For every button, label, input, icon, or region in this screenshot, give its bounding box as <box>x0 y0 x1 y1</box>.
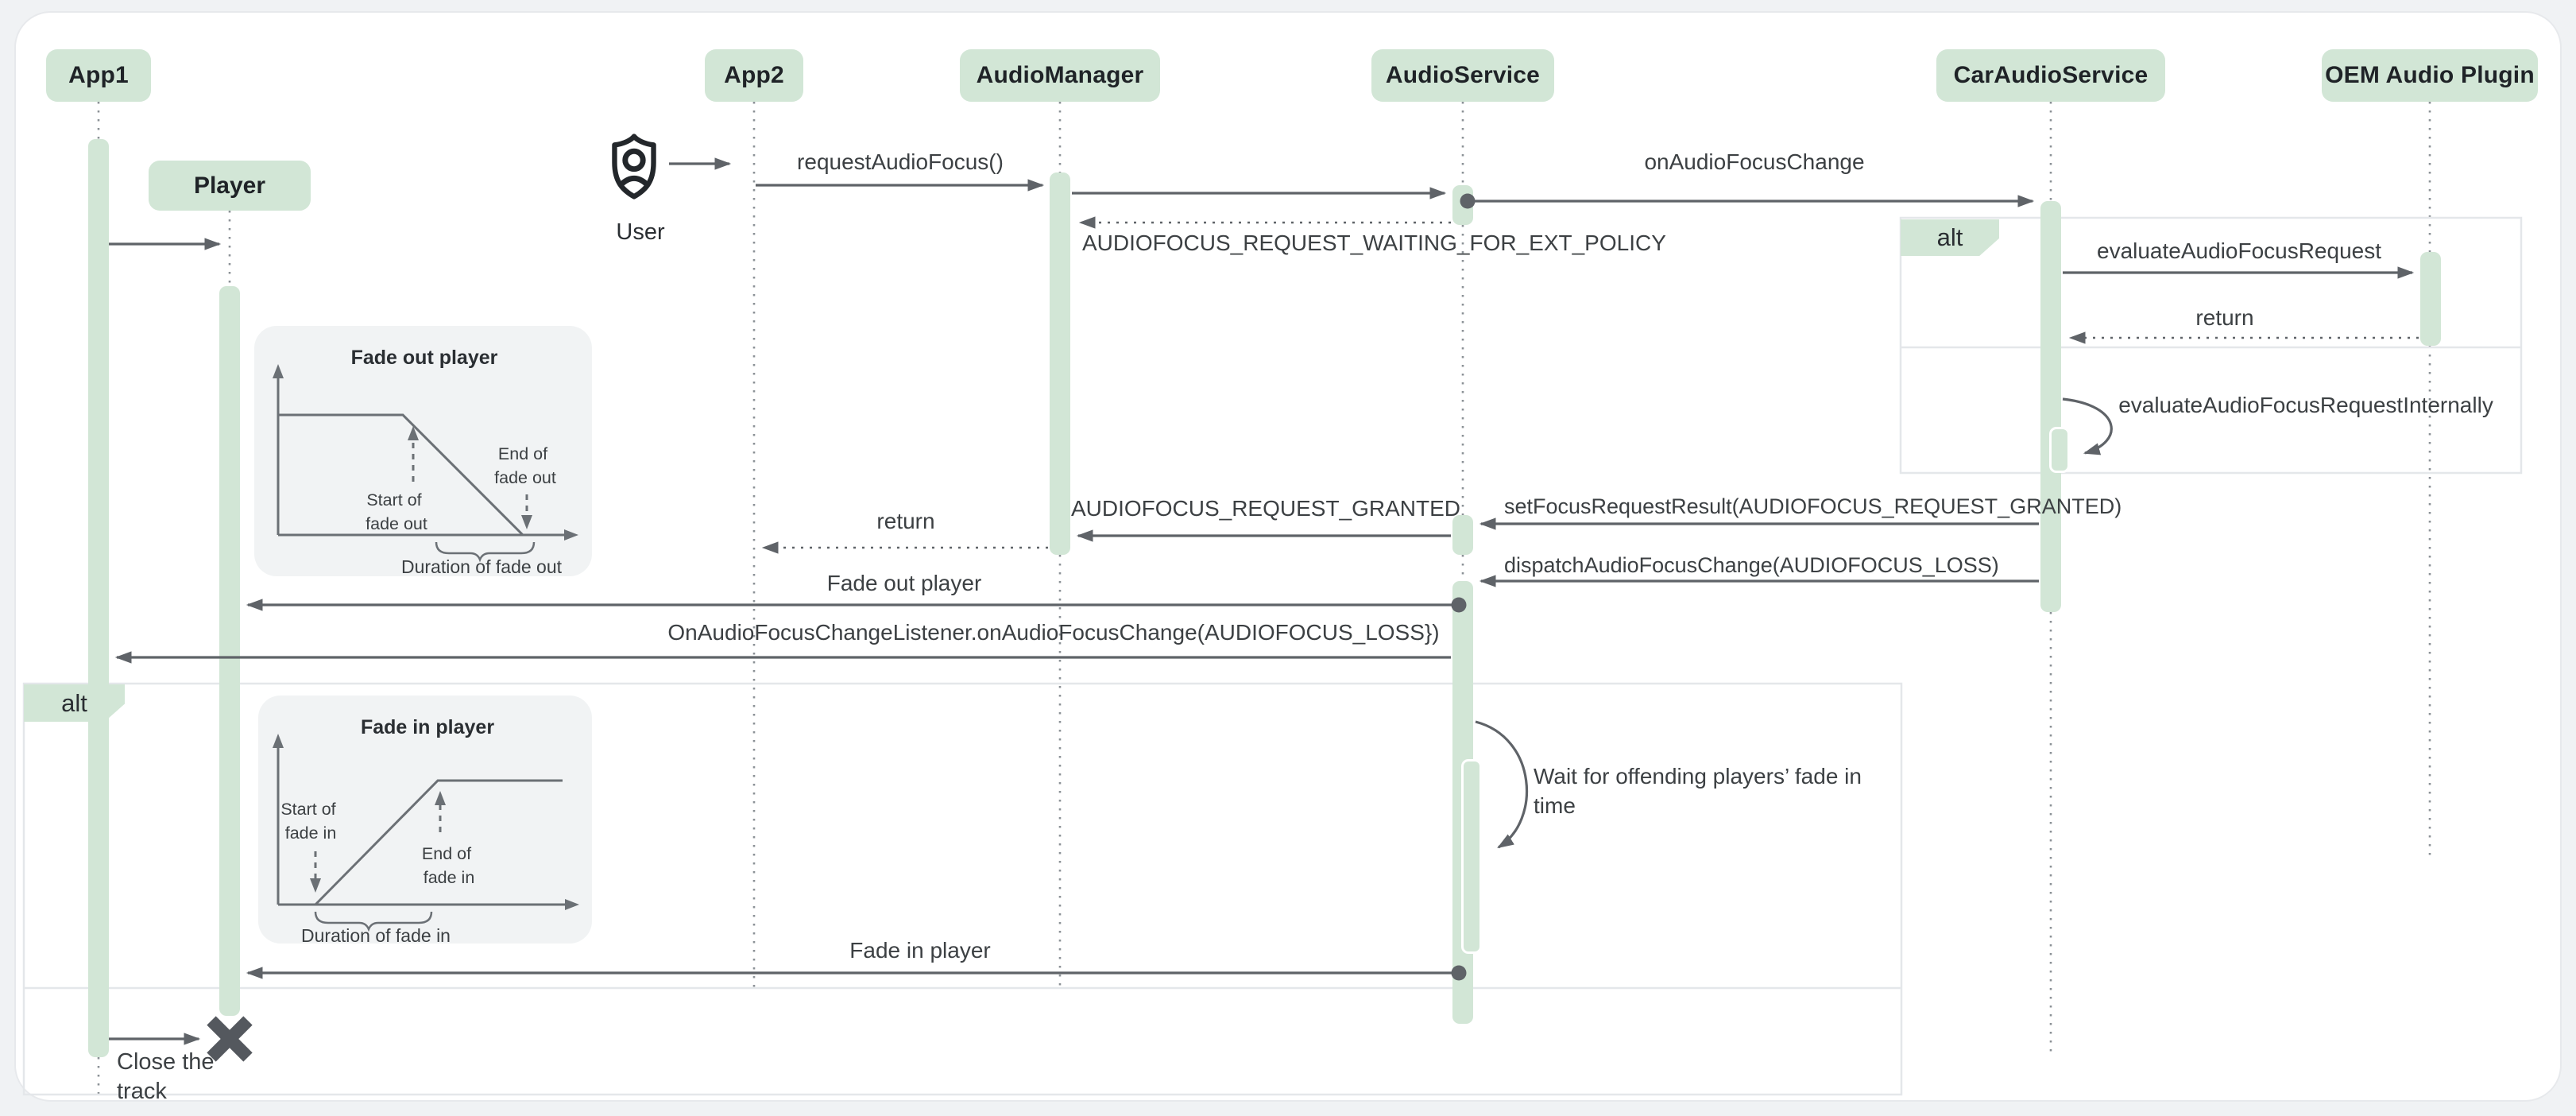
svg-text:End of fade out: End of fade out <box>494 444 556 487</box>
participant-audiomanager-label: AudioManager <box>976 62 1144 88</box>
participant-caraudioservice: CarAudioService <box>1936 49 2165 102</box>
fade-in-start-line2: fade in <box>285 823 337 843</box>
participant-audioservice: AudioService <box>1371 49 1554 102</box>
user-actor-label: User <box>616 219 665 245</box>
label-set-focus-result: setFocusRequestResult(AUDIOFOCUS_REQUEST… <box>1504 494 2122 518</box>
label-fade-out-player: Fade out player <box>826 571 982 595</box>
participant-app2-label: App2 <box>724 62 784 88</box>
participant-app1-label: App1 <box>68 62 129 88</box>
fade-out-title: Fade out player <box>351 347 498 369</box>
svg-text:Start of fade in: Start of fade in <box>280 800 340 843</box>
participant-oem-plugin: OEM Audio Plugin <box>2322 49 2538 102</box>
label-focus-change-listener: OnAudioFocusChangeListener.onAudioFocusC… <box>667 620 1440 645</box>
participant-audioservice-label: AudioService <box>1385 62 1541 88</box>
fade-out-end-line2: fade out <box>494 468 556 487</box>
fade-out-duration-label: Duration of fade out <box>401 556 563 576</box>
fade-out-start-line1: Start of <box>366 490 421 510</box>
participant-oem-plugin-label: OEM Audio Plugin <box>2325 62 2535 88</box>
alt-label-bottom: alt <box>61 688 87 717</box>
fade-in-inset: Fade in player Start of fade in End of f… <box>258 696 592 946</box>
alt-tab-bottom: alt <box>24 684 125 722</box>
fade-out-start-line2: fade out <box>366 514 427 533</box>
label-return-app2: return <box>876 509 935 533</box>
activation-caraudioservice-nested <box>2049 427 2070 473</box>
activation-app1 <box>88 139 109 1057</box>
svg-text:End of fade in: End of fade in <box>422 844 476 887</box>
player-object-label: Player <box>193 172 266 199</box>
label-request-audio-focus: requestAudioFocus() <box>797 149 1004 174</box>
label-return-oem: return <box>2195 305 2254 330</box>
label-dispatch-loss: dispatchAudioFocusChange(AUDIOFOCUS_LOSS… <box>1504 553 1999 577</box>
activation-audioservice-2 <box>1452 515 1473 555</box>
activation-oem-plugin <box>2420 252 2441 346</box>
participant-app2: App2 <box>705 49 803 102</box>
activation-caraudioservice <box>2040 201 2061 612</box>
participant-audiomanager: AudioManager <box>960 49 1160 102</box>
alt-tab-top: alt <box>1901 219 1999 256</box>
player-object-box: Player <box>149 161 311 211</box>
fade-in-duration-label: Duration of fade in <box>301 925 451 944</box>
fade-out-curve <box>279 413 524 537</box>
participant-caraudioservice-label: CarAudioService <box>1953 62 2149 88</box>
fade-in-end-line2: fade in <box>424 868 475 887</box>
fade-in-title: Fade in player <box>361 716 494 738</box>
activation-player <box>219 286 240 1016</box>
fade-out-inset: Fade out player Start of fade out End of… <box>254 326 592 577</box>
fade-out-chart: Fade out player Start of fade out End of… <box>273 347 578 577</box>
fade-in-chart: Fade in player Start of fade in End of f… <box>273 716 579 946</box>
fade-in-start-line1: Start of <box>280 800 335 819</box>
label-on-audio-focus-change: onAudioFocusChange <box>1644 149 1865 174</box>
fade-in-curve <box>314 779 563 906</box>
svg-text:Start of fade out: Start of fade out <box>366 490 427 533</box>
fade-out-end-line1: End of <box>498 444 547 463</box>
label-wait-for-players: Wait for offending players’ fade in time <box>1534 764 1862 818</box>
activation-audioservice-wait-nested <box>1461 759 1482 954</box>
fade-in-duration-brace <box>314 911 433 932</box>
label-evaluate-internally: evaluateAudioFocusRequestInternally <box>2118 393 2493 417</box>
label-close-track: Close the track <box>117 1049 215 1104</box>
label-waiting-ext-policy: AUDIOFOCUS_REQUEST_WAITING_FOR_EXT_POLIC… <box>1082 231 1666 255</box>
activation-audiomanager <box>1050 172 1070 555</box>
fade-out-duration-brace <box>435 541 536 563</box>
alt-label-top: alt <box>1936 223 1963 251</box>
fade-in-end-line1: End of <box>422 844 471 863</box>
label-request-granted: AUDIOFOCUS_REQUEST_GRANTED <box>1070 496 1461 521</box>
label-fade-in-player: Fade in player <box>849 938 991 963</box>
activation-audioservice-1 <box>1452 185 1473 225</box>
participant-app1: App1 <box>46 49 151 102</box>
label-evaluate-request: evaluateAudioFocusRequest <box>2096 238 2382 263</box>
